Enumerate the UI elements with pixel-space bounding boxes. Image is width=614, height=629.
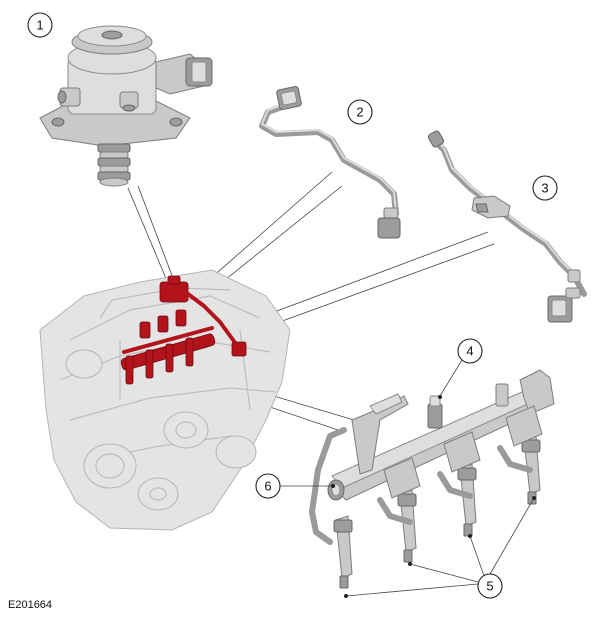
fuel-rail-assembly	[309, 369, 555, 589]
callout-5-label: 5	[486, 579, 493, 594]
callout-2-label: 2	[356, 105, 363, 120]
callout-leaders	[280, 359, 536, 598]
callout-3: 3	[532, 175, 558, 201]
fuel-supply-pipe	[427, 130, 587, 323]
fuel-injector-2	[383, 457, 421, 563]
figure-id: E201664	[8, 599, 53, 611]
callout-6-label: 6	[264, 479, 271, 494]
callout-5: 5	[477, 573, 503, 599]
callout-4: 4	[457, 338, 483, 364]
fuel-injector-4	[505, 405, 543, 505]
engine-assembly	[39, 269, 291, 531]
callout-1-label: 1	[36, 18, 43, 33]
callout-1: 1	[27, 12, 53, 38]
high-pressure-fuel-pump	[39, 25, 213, 187]
callout-6: 6	[255, 473, 281, 499]
fuel-pipe-high-pressure	[259, 85, 401, 239]
callout-3-label: 3	[541, 181, 548, 196]
callout-2: 2	[347, 99, 373, 125]
highlighted-fuel-components	[120, 275, 247, 385]
callout-4-label: 4	[466, 344, 473, 359]
fuel-injector-1	[333, 515, 353, 589]
